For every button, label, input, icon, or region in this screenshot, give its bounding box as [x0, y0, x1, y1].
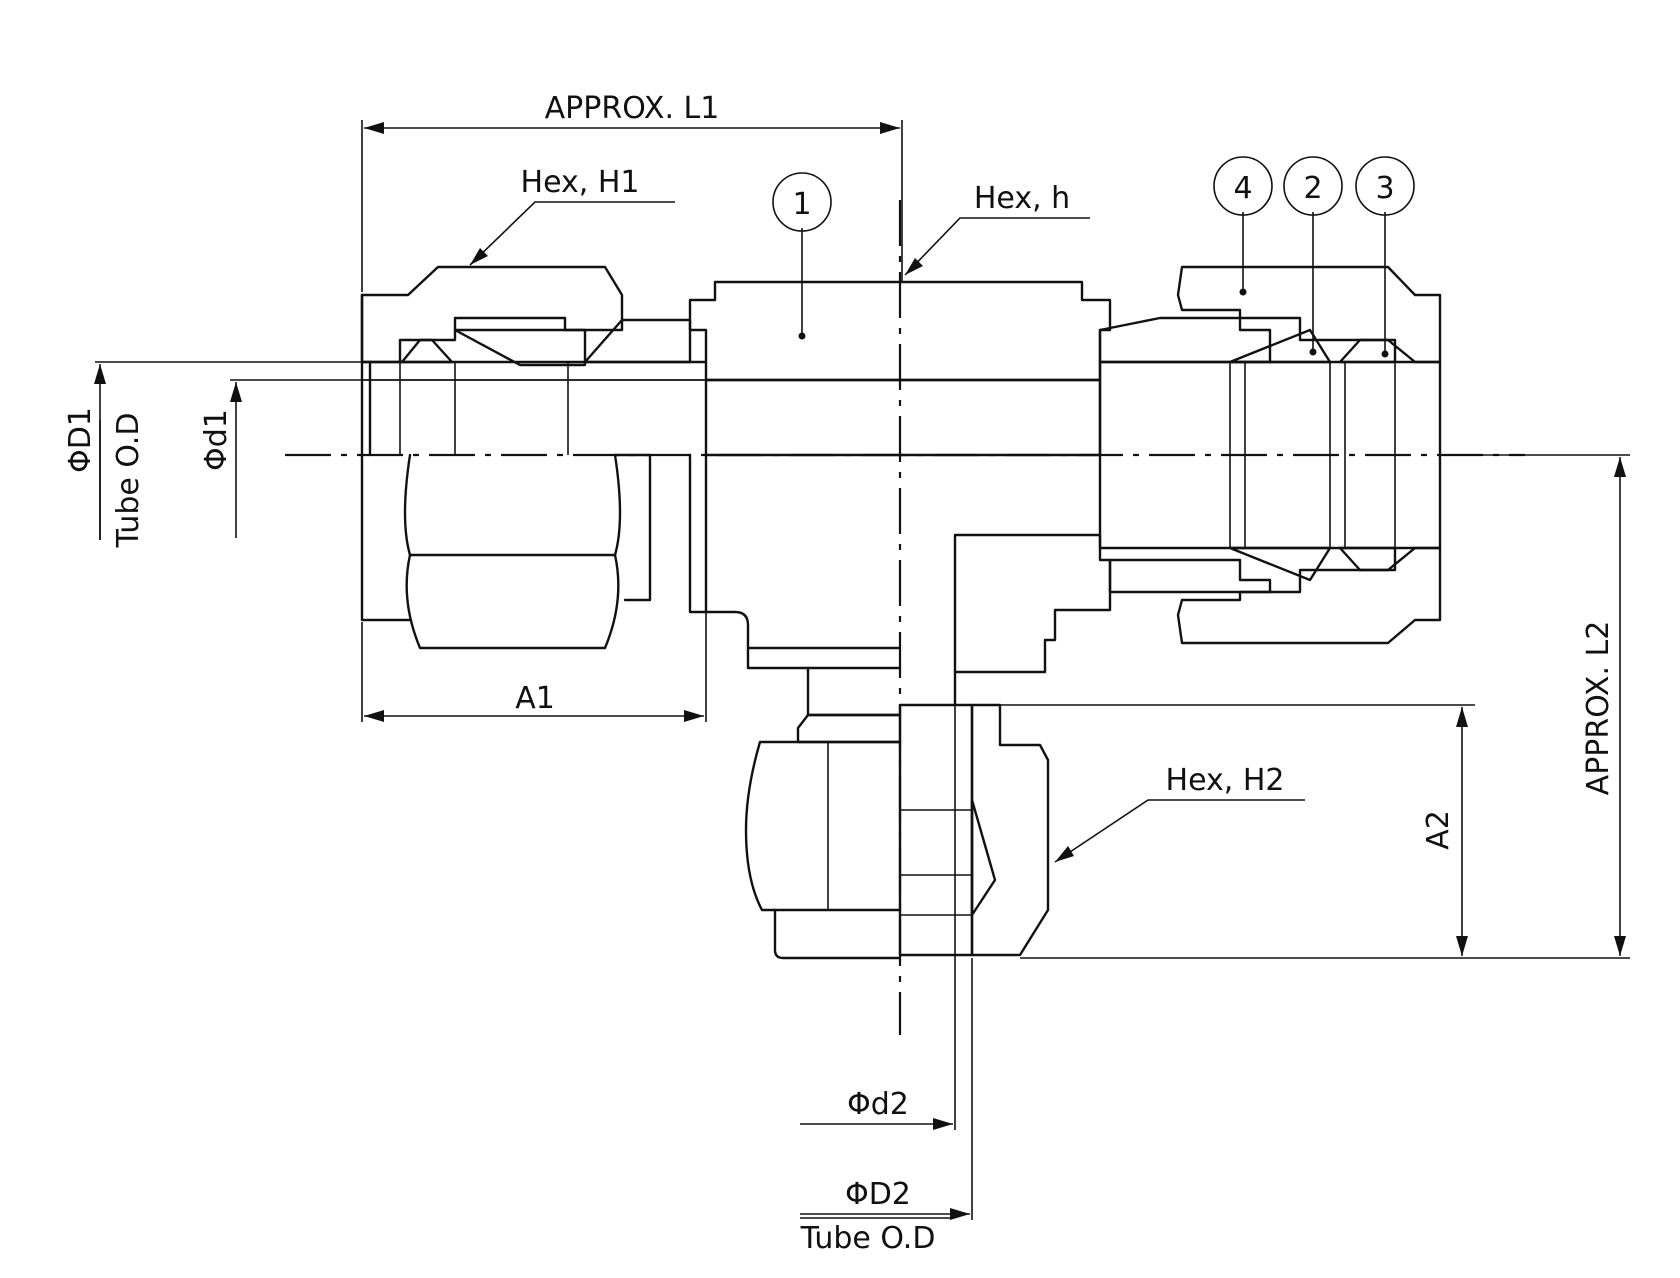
left-hex-body-view: [688, 453, 708, 614]
centerlines: [285, 200, 1525, 1035]
right-fitting: [1098, 265, 1442, 645]
bottom-tube: [898, 703, 974, 957]
left-fitting: [360, 265, 708, 650]
right-back-ferrule-lower: [1338, 546, 1397, 572]
label-hex-h1: Hex, H1: [521, 165, 640, 200]
label-phi-d1-upper: ΦD1: [63, 407, 98, 473]
label-approx-l1: APPROX. L1: [545, 91, 720, 126]
right-front-ferrule-lower: [1228, 546, 1332, 582]
left-nut-hex-view: [403, 453, 622, 650]
left-nut-outline-left: [360, 293, 412, 622]
balloon-4: 4: [1213, 156, 1273, 216]
bottom-nut-section: [970, 703, 1050, 957]
right-front-ferrule-upper: [1228, 328, 1332, 364]
label-a1: A1: [515, 681, 555, 716]
label-tube-od-left: Tube O.D: [111, 413, 146, 549]
label-hex-h2: Hex, H2: [1166, 763, 1285, 798]
label-tube-od-bottom: Tube O.D: [800, 1221, 936, 1256]
balloon-2-text: 2: [1303, 171, 1322, 206]
leader-hex-h2: [1054, 799, 1305, 863]
bottom-body-hex: [796, 713, 902, 744]
label-phi-d2-upper: ΦD2: [845, 1177, 911, 1212]
balloon-2-circle: [1283, 156, 1343, 216]
balloon-4-text: 4: [1233, 171, 1252, 206]
leader-hex-h: [904, 217, 1090, 276]
bottom-nut-hex-view: [744, 740, 902, 912]
label-hex-h: Hex, h: [974, 181, 1070, 216]
run-bore-upper: [704, 378, 1102, 457]
label-a2: A2: [1421, 810, 1456, 850]
label-phi-d2-lower: Φd2: [847, 1087, 909, 1122]
balloon-3-text: 3: [1375, 171, 1394, 206]
balloon-3: 3: [1355, 156, 1415, 216]
labels: APPROX. L1 Hex, H1 Hex, h Hex, H2 A1 A2 …: [63, 91, 1616, 1256]
leader-hex-h1: [469, 201, 675, 266]
balloon-3-circle: [1355, 156, 1415, 216]
right-nut-upper-section: [1176, 265, 1442, 364]
dimensions: [94, 120, 1630, 1220]
bottom-ferrule: [970, 798, 997, 917]
balloon-1: 1: [772, 172, 832, 232]
bottom-fitting: [744, 703, 1050, 960]
body-lower-left-outline: [704, 453, 902, 670]
leaders: [469, 201, 1389, 863]
right-body-thread-lower: [1108, 558, 1272, 594]
balloon-1-circle: [772, 172, 832, 232]
left-nut-upper-section: [360, 265, 624, 364]
balloon-1-text: 1: [792, 187, 811, 222]
label-phi-d1-lower: Φd1: [199, 409, 234, 471]
body-lower-right-section: [953, 533, 1112, 674]
right-nut-lower-section: [1176, 546, 1442, 645]
left-body-thread: [583, 318, 692, 364]
balloon-4-circle: [1213, 156, 1273, 216]
branch-stem-left: [806, 666, 902, 717]
left-back-ferrule: [398, 338, 454, 364]
balloon-2: 2: [1283, 156, 1343, 216]
label-approx-l2: APPROX. L2: [1581, 621, 1616, 796]
left-front-ferrule: [453, 328, 587, 367]
bottom-nut-base: [773, 908, 902, 960]
